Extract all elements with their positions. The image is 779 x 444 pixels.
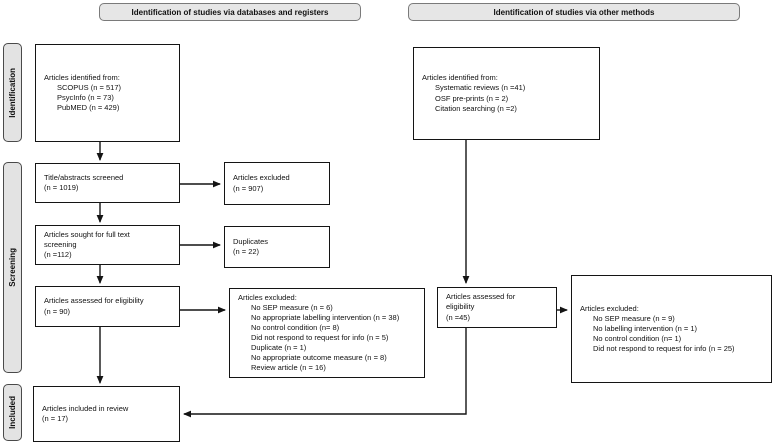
box-included-review: Articles included in review (n = 17) [33,386,180,442]
box-fulltext-sought: Articles sought for full text screening … [35,225,180,265]
box-line: Did not respond to request for info (n =… [251,333,389,342]
box-line: Review article (n = 16) [251,363,326,373]
box-title: Articles excluded: [238,292,297,302]
header-databases-registers: Identification of studies via databases … [99,3,361,21]
box-line: Did not respond to request for info (n =… [593,344,735,354]
box-line: eligibility [446,302,475,312]
box-line: No control condition (n= 8) [251,322,340,332]
box-line: (n = 1019) [44,183,79,192]
box-line: (n = 17) [42,414,69,423]
header-databases-label: Identification of studies via databases … [131,7,329,17]
box-line: Systematic reviews (n =41) [435,83,526,93]
stage-included-label: Included [8,396,17,429]
box-line: PubMED (n = 429) [57,103,120,113]
box-assessed-eligibility: Articles assessed for eligibility (n = 9… [35,286,180,327]
stage-included: Included [3,384,22,441]
box-line: (n =45) [446,312,470,322]
box-line: SCOPUS (n = 517) [57,82,121,92]
box-duplicates: Duplicates (n = 22) [224,226,330,268]
box-line: Articles assessed for [446,292,516,302]
stage-screening: Screening [3,162,22,373]
box-line: Articles sought for full text [44,229,130,239]
box-excluded-other: Articles excluded: No SEP measure (n = 9… [571,275,772,383]
box-line: No SEP measure (n = 6) [251,302,333,312]
box-line: (n = 907) [233,183,264,193]
header-other-methods: Identification of studies via other meth… [408,3,740,21]
box-line: No appropriate outcome measure (n = 8) [251,353,387,363]
box-line: No appropriate labelling intervention (n… [251,312,400,322]
box-excluded-eligibility: Articles excluded: No SEP measure (n = 6… [229,288,425,378]
box-line: (n =112) [44,250,72,260]
box-identified-databases: Articles identified from: SCOPUS (n = 51… [35,44,180,142]
box-title: Articles identified from: [422,73,498,83]
box-line: screening [44,239,77,249]
box-line: (n = 22) [233,247,260,256]
box-identified-other: Articles identified from: Systematic rev… [413,47,600,140]
box-line: Articles included in review [42,403,129,413]
box-line: Articles excluded [233,173,290,183]
stage-identification: Identification [3,43,22,142]
box-excluded-screening: Articles excluded (n = 907) [224,162,330,205]
box-assessed-eligibility-other: Articles assessed for eligibility (n =45… [437,287,557,328]
box-title: Articles excluded: [580,303,639,313]
box-line: Duplicate (n = 1) [251,343,307,353]
box-line: (n = 90) [44,306,71,316]
box-line: OSF pre-prints (n = 2) [435,93,509,103]
header-other-label: Identification of studies via other meth… [493,7,655,17]
box-line: Title/abstracts screened [44,172,124,182]
box-line: Duplicates [233,236,269,246]
stage-identification-label: Identification [8,67,17,118]
box-line: No control condition (n= 1) [593,334,682,344]
box-title: Articles identified from: [44,72,120,82]
box-line: Articles assessed for eligibility [44,296,144,306]
stage-screening-label: Screening [8,248,17,287]
box-line: Citation searching (n =2) [435,103,517,113]
box-line: No SEP measure (n = 9) [593,313,675,323]
box-title-abstracts-screened: Title/abstracts screened (n = 1019) [35,163,180,203]
box-line: No labelling intervention (n = 1) [593,323,698,333]
box-line: PsycInfo (n = 73) [57,93,114,102]
